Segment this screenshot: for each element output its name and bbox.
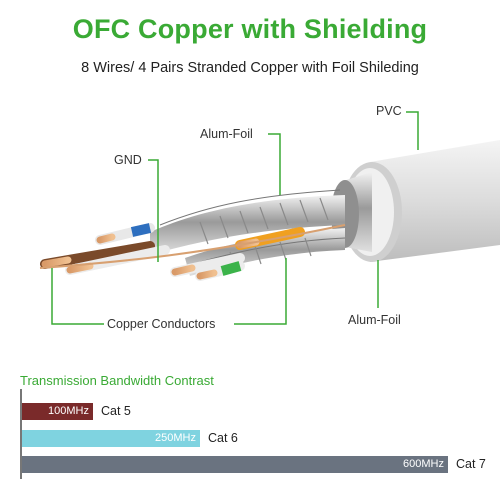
bandwidth-category-cat6: Cat 6 [208, 431, 238, 445]
bandwidth-category-cat7: Cat 7 [456, 457, 486, 471]
wire-green [195, 261, 245, 281]
bandwidth-bar-cat6 [22, 430, 200, 447]
page-subtitle: 8 Wires/ 4 Pairs Stranded Copper with Fo… [81, 60, 419, 76]
bandwidth-axis [20, 389, 22, 479]
callout-leaders [51, 111, 419, 325]
bandwidth-bar-cat5 [22, 403, 93, 420]
callout-alum-foil-top: Alum-Foil [200, 127, 253, 141]
bandwidth-value-cat6: 250MHz [155, 432, 196, 444]
bandwidth-category-cat5: Cat 5 [101, 404, 131, 418]
wire-brown [40, 241, 170, 275]
wire-blue [95, 223, 155, 245]
shielded-pairs [150, 189, 346, 276]
callout-copper-conductors: Copper Conductors [107, 317, 216, 331]
bandwidth-value-cat5: 100MHz [48, 405, 89, 417]
bandwidth-bar-cat7 [22, 456, 448, 473]
gnd-drain-wire [39, 224, 346, 269]
page-title: OFC Copper with Shielding [72, 14, 428, 44]
bandwidth-value-cat7: 600MHz [403, 458, 444, 470]
callout-gnd: GND [114, 153, 142, 167]
callout-pvc: PVC [376, 104, 402, 118]
cable-illustration [39, 111, 500, 325]
callout-alum-foil-bottom: Alum-Foil [348, 313, 401, 327]
bandwidth-title: Transmission Bandwidth Contrast [20, 373, 214, 388]
